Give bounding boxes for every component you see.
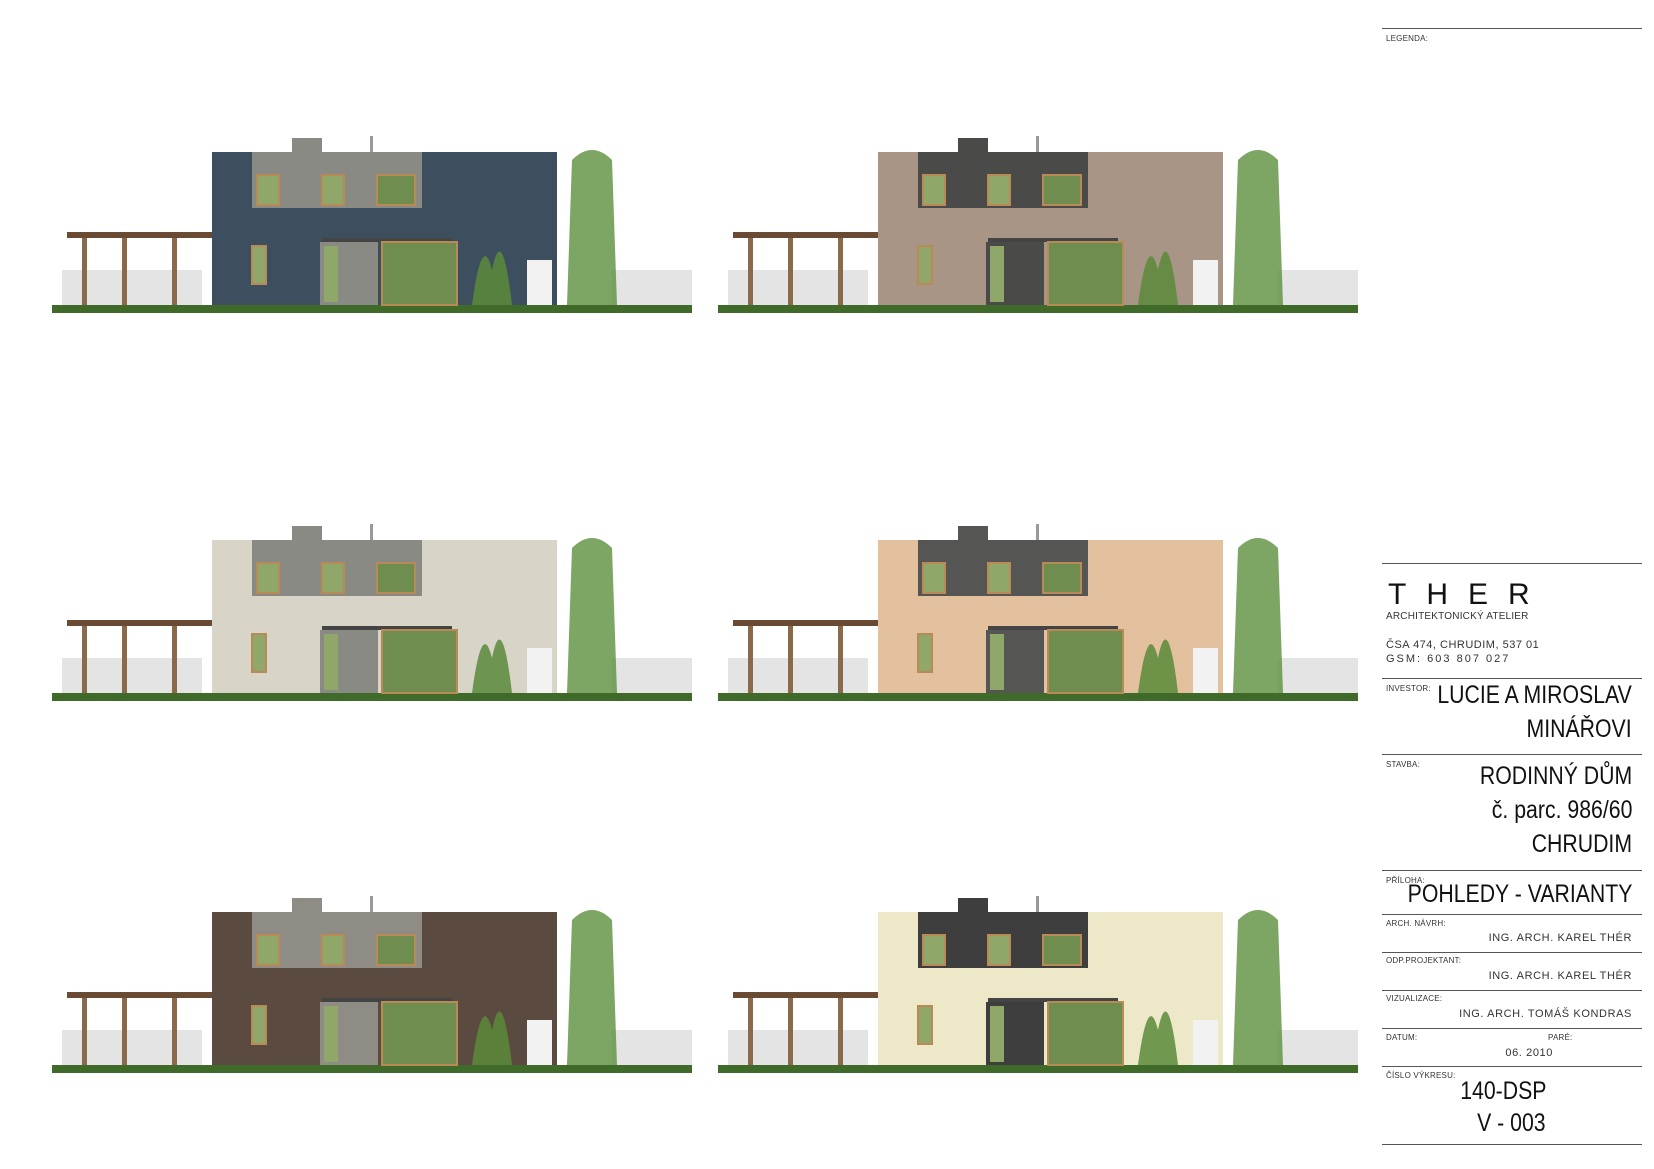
stavba-line3: CHRUDIM (1531, 830, 1632, 858)
odp-projektant-label: ODP.PROJEKTANT: (1386, 956, 1462, 965)
stavba-label: STAVBA: (1386, 760, 1421, 769)
odp-projektant-value: ING. ARCH. KAREL THÉR (1488, 970, 1632, 982)
priloha-rule (1382, 870, 1642, 871)
cislo-line2: V - 003 (1477, 1109, 1546, 1137)
studio-logo: THER (1388, 578, 1550, 611)
bottom-rule (1382, 1144, 1642, 1145)
investor-label: INVESTOR: (1386, 684, 1431, 693)
render-variant-1 (52, 120, 692, 320)
vizualizace-value: ING. ARCH. TOMÁŠ KONDRAS (1459, 1008, 1632, 1020)
stavba-line2: č. parc. 986/60 (1491, 796, 1632, 824)
datum-rule (1382, 1028, 1642, 1029)
render-variant-2 (718, 120, 1358, 320)
arch-navrh-label: ARCH. NÁVRH: (1386, 919, 1446, 928)
viz-rule (1382, 990, 1642, 991)
stavba-line1: RODINNÝ DŮM (1479, 762, 1632, 790)
cislo-label: ČÍSLO VÝKRESU: (1386, 1071, 1456, 1080)
vizualizace-label: VIZUALIZACE: (1386, 994, 1443, 1003)
render-variant-4 (718, 508, 1358, 708)
datum-label: DATUM: (1386, 1033, 1418, 1042)
pare-label: PARÉ: (1548, 1033, 1573, 1042)
priloha-value: POHLEDY - VARIANTY (1407, 880, 1632, 908)
investor-line2: MINÁŘOVI (1526, 715, 1632, 743)
priloha-label: PŘÍLOHA: (1386, 876, 1425, 885)
studio-phone: GSM: 603 807 027 (1386, 653, 1511, 665)
investor-rule (1382, 678, 1642, 679)
studio-rule (1382, 563, 1642, 564)
arch-navrh-value: ING. ARCH. KAREL THÉR (1488, 932, 1632, 944)
studio-address: ČSA 474, CHRUDIM, 537 01 (1386, 639, 1540, 651)
odp-rule (1382, 952, 1642, 953)
render-variant-6 (718, 880, 1358, 1080)
investor-line1: LUCIE A MIROSLAV (1437, 681, 1632, 709)
studio-subtitle: ARCHITEKTONICKÝ ATELIER (1386, 611, 1529, 622)
legend-label: LEGENDA: (1386, 34, 1429, 43)
stavba-rule (1382, 754, 1642, 755)
cislo-line1: 140-DSP (1459, 1077, 1546, 1105)
top-rule (1382, 28, 1642, 29)
render-variant-5 (52, 880, 692, 1080)
render-variant-3 (52, 508, 692, 708)
datum-value: 06. 2010 (1505, 1047, 1553, 1059)
arch-rule (1382, 914, 1642, 915)
cislo-rule (1382, 1066, 1642, 1067)
